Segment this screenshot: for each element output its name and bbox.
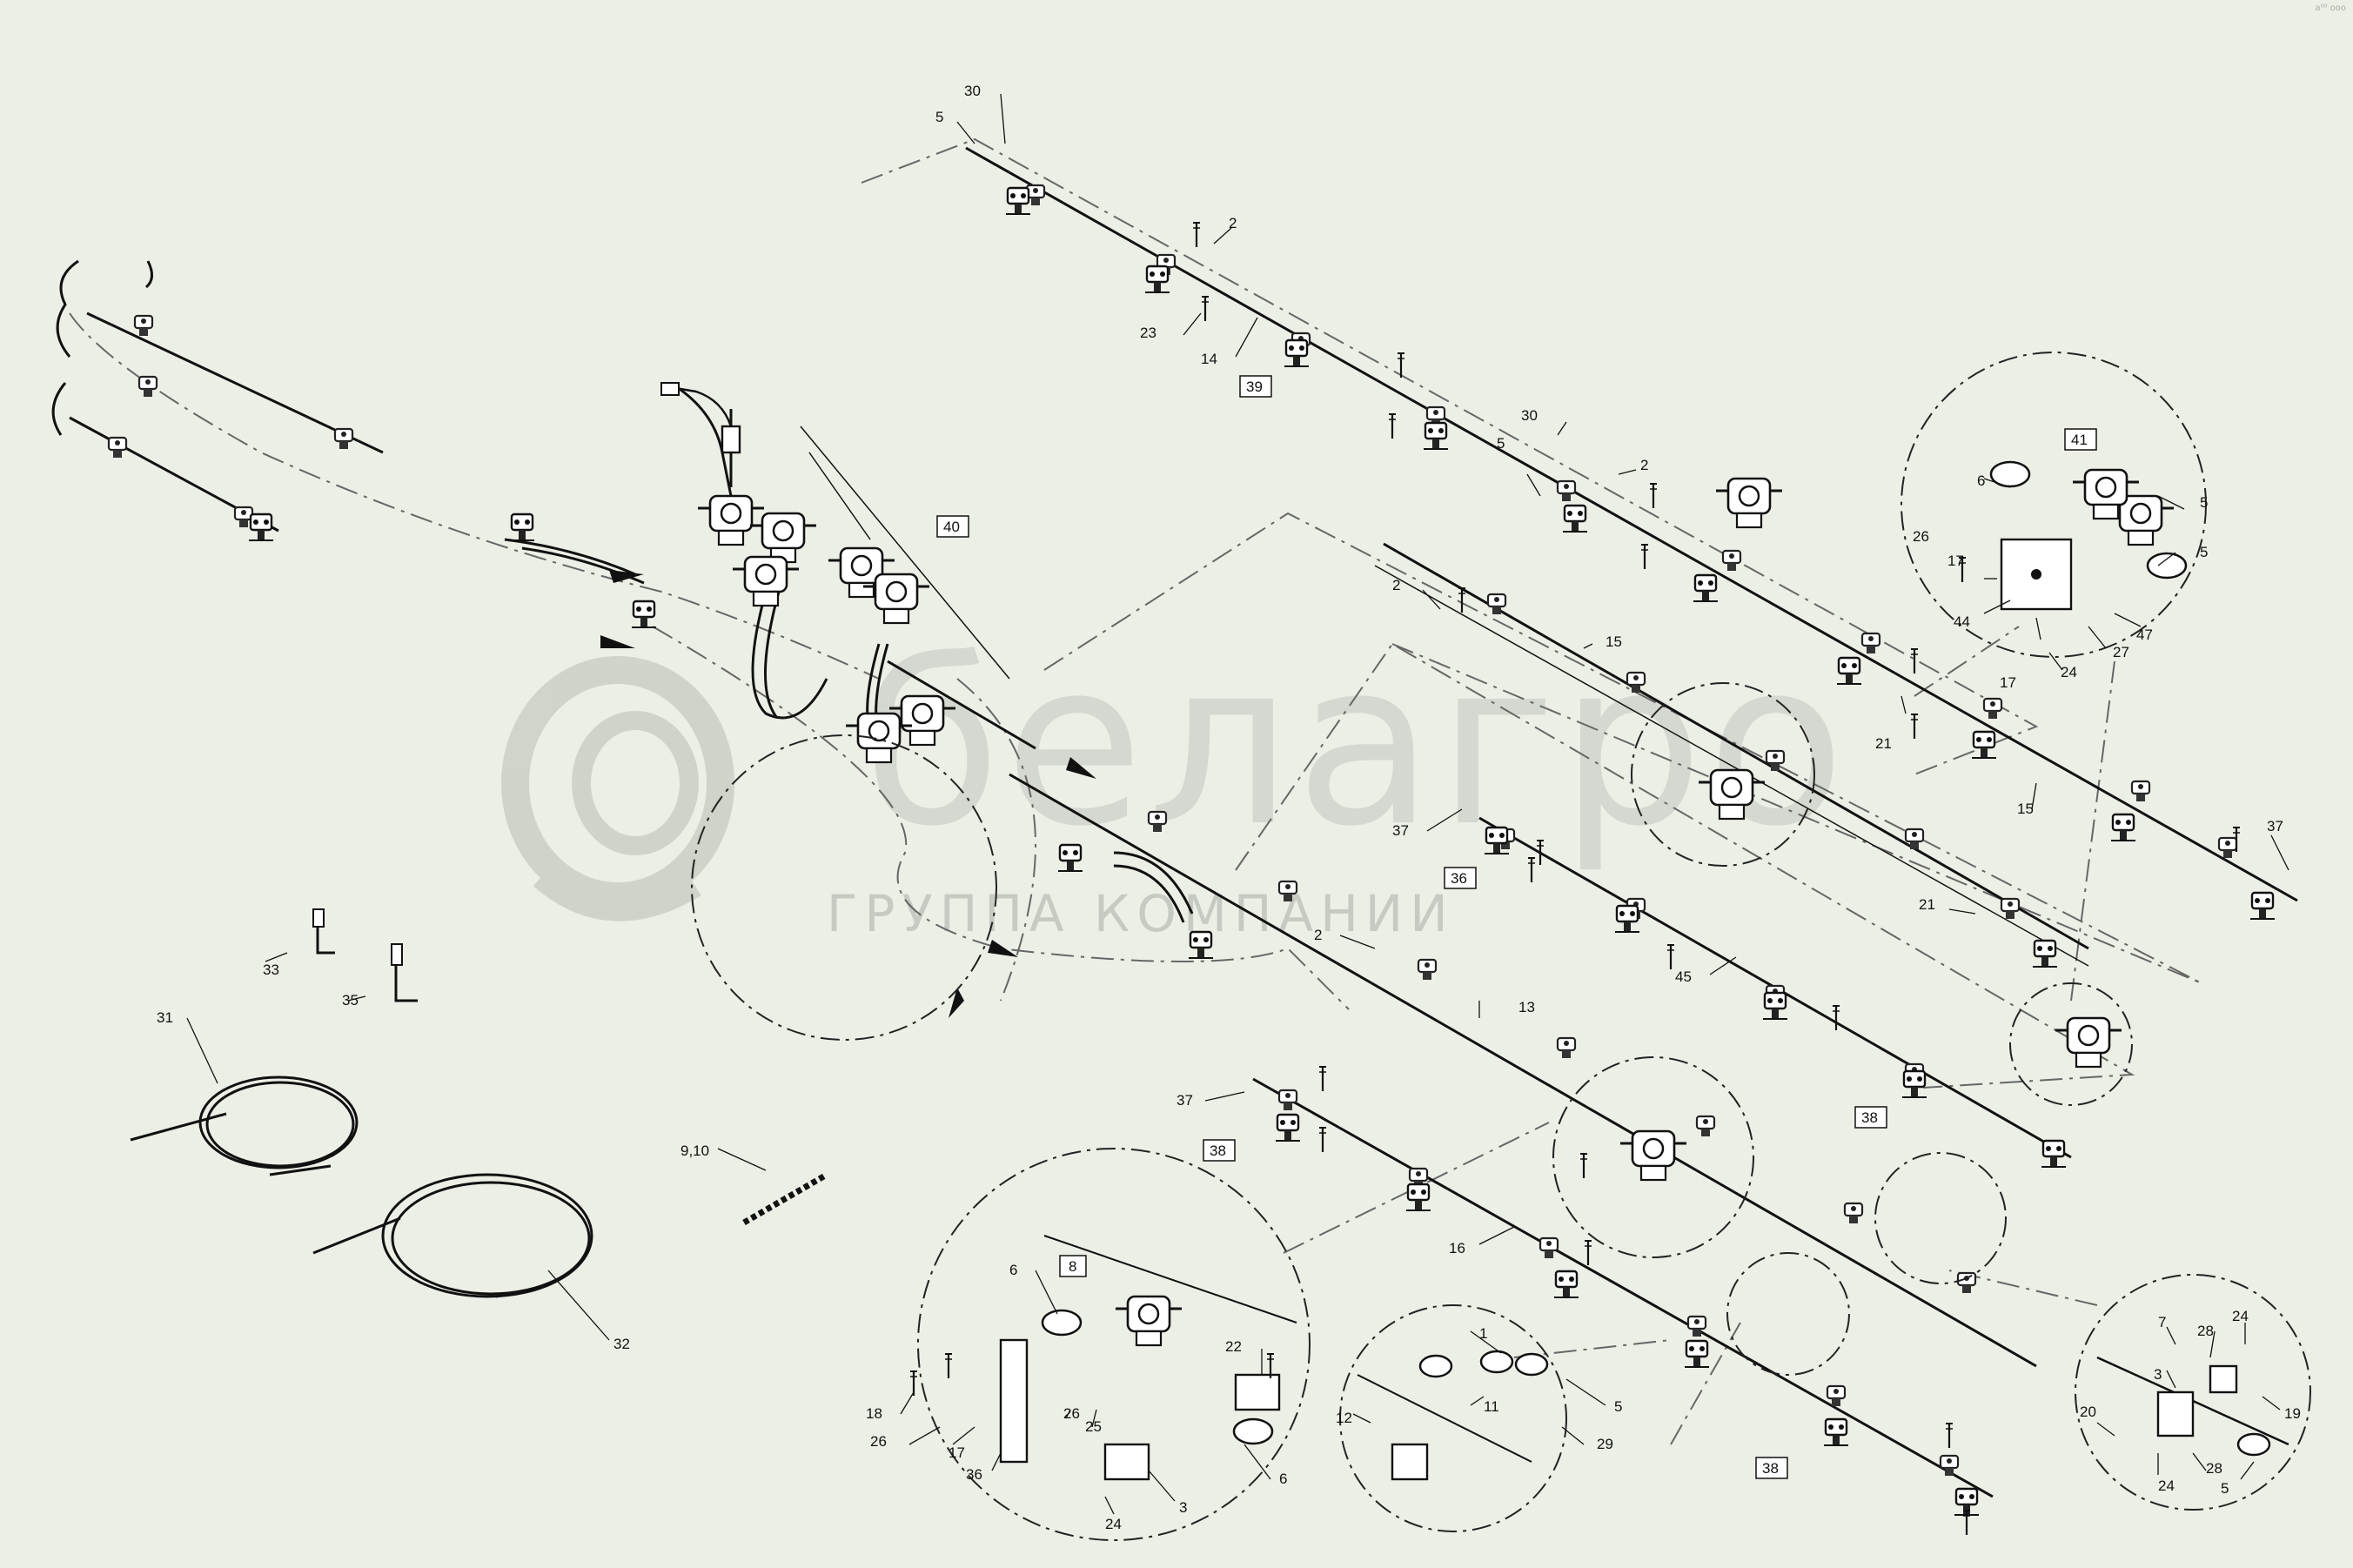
part-number-callouts: 30 5 2 23 14 30 5 2 6 5 5 26 17 44 47 27… (157, 83, 2301, 1532)
callout-6: 6 (1009, 1262, 1017, 1278)
callout-24: 24 (2158, 1478, 2175, 1494)
detail-41 (1957, 460, 2188, 611)
callout-2: 2 (1229, 215, 1237, 231)
detail-12 (1357, 1350, 1549, 1481)
callout-28: 28 (2206, 1460, 2222, 1477)
callout-45: 45 (1675, 968, 1692, 985)
detail-circles (691, 352, 2311, 1541)
callout-13: 13 (1518, 999, 1535, 1015)
boxed-label-41: 41 (2071, 432, 2088, 448)
watermark (501, 656, 734, 921)
callout-37: 37 (1392, 822, 1409, 839)
hose-coils (130, 1075, 593, 1298)
callout-15: 15 (2017, 801, 2034, 817)
callout-37: 37 (1176, 1092, 1193, 1109)
main-valve-group (660, 382, 1010, 764)
callout-20: 20 (2080, 1404, 2096, 1420)
callout-31: 31 (157, 1009, 173, 1026)
callout-37: 37 (2267, 818, 2283, 834)
callout-5: 5 (1614, 1398, 1622, 1415)
callout-33: 33 (263, 962, 279, 978)
boxed-label-38: 38 (1762, 1460, 1779, 1477)
callout-26: 26 (870, 1433, 887, 1450)
callout-2: 2 (1640, 457, 1648, 473)
callout-3: 3 (1179, 1499, 1187, 1516)
flow-arrows (600, 570, 1096, 1018)
leader-lines (186, 93, 2289, 1515)
callout-3: 3 (2154, 1366, 2162, 1383)
callout-14: 14 (1201, 351, 1217, 367)
callout-5: 5 (2200, 544, 2208, 560)
callout-21: 21 (1919, 896, 1935, 913)
boxed-label-38: 38 (1861, 1109, 1878, 1126)
spring-part (742, 1171, 828, 1226)
boxed-label-8: 8 (1069, 1258, 1076, 1275)
callout-30: 30 (964, 83, 981, 99)
callout-28: 28 (2197, 1323, 2214, 1339)
brackets (312, 908, 418, 1002)
callout-24: 24 (1105, 1516, 1122, 1532)
callout-24: 24 (2232, 1308, 2249, 1324)
callout-5: 5 (2200, 494, 2208, 511)
callout-26: 26 (1913, 528, 1929, 545)
callout-2: 2 (1392, 577, 1400, 593)
callout-11: 11 (1484, 1398, 1499, 1415)
callout-6: 6 (1977, 472, 1985, 489)
watermark-brand: белагро (861, 613, 1849, 876)
callout-24: 24 (2061, 664, 2077, 680)
detail-7 (2096, 1356, 2289, 1457)
callout-5: 5 (1497, 435, 1505, 452)
callout-17: 17 (2000, 674, 2016, 691)
callout-2: 2 (1314, 927, 1322, 943)
fastener-bolts (1191, 221, 2242, 1537)
callout-5: 5 (2221, 1480, 2229, 1497)
callout-22: 22 (1225, 1338, 1242, 1355)
callout-17: 17 (949, 1444, 965, 1461)
boxed-label-38: 38 (1210, 1142, 1226, 1159)
callout-27: 27 (2113, 644, 2129, 660)
callout-44: 44 (1954, 613, 1970, 630)
callout-30: 30 (1521, 407, 1538, 424)
callout-15: 15 (1606, 633, 1622, 650)
callout-25: 25 (1085, 1418, 1102, 1435)
boxed-label-39: 39 (1246, 379, 1263, 395)
boxed-label-40: 40 (943, 519, 960, 535)
callout-26: 26 (1063, 1405, 1080, 1422)
boxed-label-36: 36 (1451, 870, 1467, 887)
callout-21: 21 (1875, 735, 1892, 752)
callout-9-10: 9,10 (680, 1142, 709, 1159)
callout-6: 6 (1279, 1471, 1287, 1487)
callout-19: 19 (2284, 1405, 2301, 1422)
corner-mark: a⁰⁰ ooo (2315, 3, 2346, 13)
callout-47: 47 (2136, 627, 2153, 643)
boxed-assembly-labels: 39 41 40 36 38 38 8 38 (936, 375, 2097, 1479)
callout-12: 12 (1336, 1410, 1352, 1426)
callout-35: 35 (342, 992, 359, 1008)
callout-32: 32 (613, 1336, 630, 1352)
callout-1: 1 (1479, 1325, 1487, 1342)
callout-23: 23 (1140, 325, 1156, 341)
callout-5: 5 (935, 109, 943, 125)
callout-18: 18 (866, 1405, 882, 1422)
callout-17: 17 (1947, 553, 1964, 569)
callout-36: 36 (966, 1466, 982, 1483)
assembly-outlines (69, 137, 2202, 1445)
detail-8 (908, 1235, 1297, 1481)
callout-16: 16 (1449, 1240, 1465, 1256)
callout-7: 7 (2158, 1314, 2166, 1330)
callout-29: 29 (1597, 1436, 1613, 1452)
watermark-subtitle: ГРУППА КОМПАНИИ (827, 884, 1455, 943)
